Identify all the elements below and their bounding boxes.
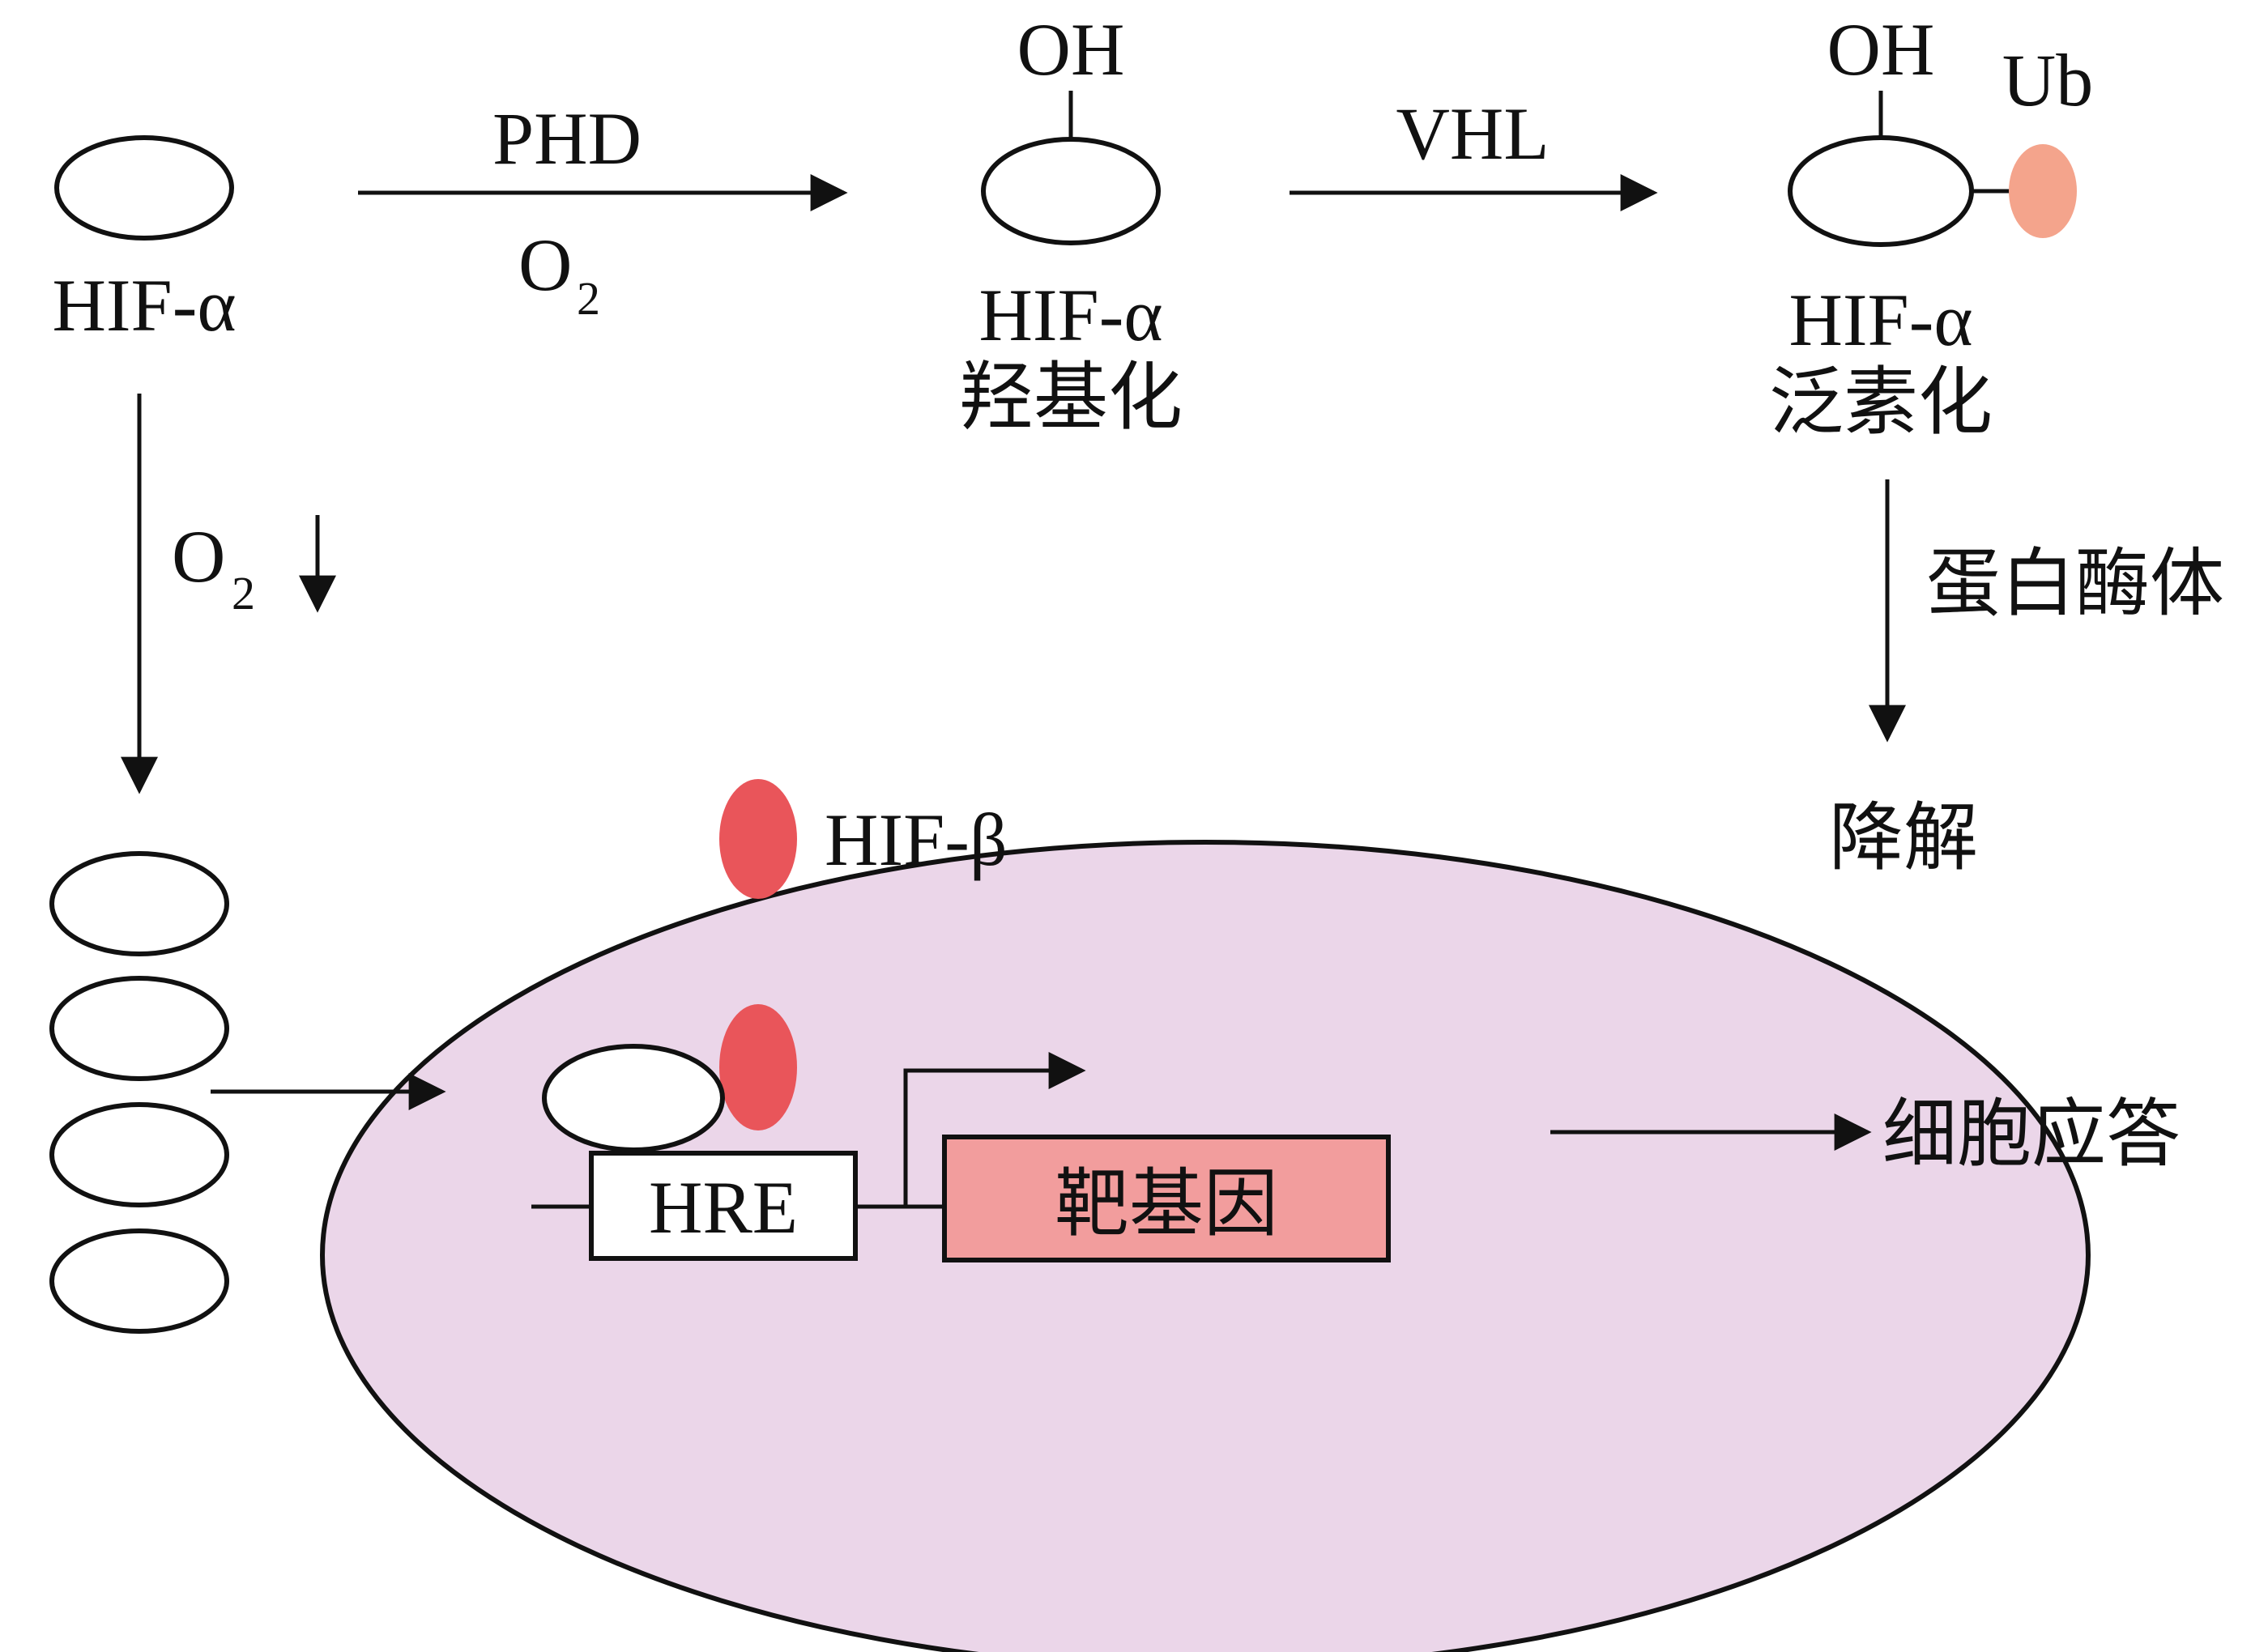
oh-label-hydroxylated: OH	[1017, 8, 1125, 91]
target-gene-box	[942, 1135, 1391, 1262]
hif-alpha-accumulated-1	[49, 851, 229, 956]
o2-sub-top: 2	[577, 272, 600, 325]
ub-label: Ub	[2002, 39, 2093, 121]
hif-beta-bound	[719, 1004, 797, 1130]
degradation-label: 降解	[1829, 794, 1978, 881]
target-gene-label: 靶基因	[1055, 1160, 1278, 1247]
hif-alpha-ubiquitinated-label: HIF-α	[1788, 279, 1972, 361]
cell-response-label: 细胞应答	[1882, 1091, 2181, 1177]
vhl-label: VHL	[1396, 92, 1549, 175]
hif-alpha-oval	[54, 135, 234, 241]
hif-alpha-accumulated-2	[49, 976, 229, 1081]
hif-beta-molecule	[719, 779, 797, 899]
hre-element	[589, 1151, 858, 1261]
o2-sub-left: 2	[232, 567, 255, 620]
ub-molecule	[2009, 144, 2077, 238]
hif-alpha-hydroxylated-label: HIF-α	[978, 274, 1162, 356]
o2-text-left: O	[172, 515, 225, 598]
ubiquitination-label: 泛素化	[1769, 359, 1993, 445]
hif-alpha-hydroxylated-oval	[981, 137, 1161, 245]
hif-alpha-label: HIF-α	[52, 264, 236, 347]
oh-label-ubiquitinated: OH	[1827, 8, 1935, 91]
phd-label: PHD	[492, 97, 642, 180]
hif-beta-label: HIF-β	[825, 798, 1008, 881]
hif-alpha-ubiquitinated-oval	[1788, 135, 1974, 247]
hre-label: HRE	[649, 1166, 798, 1249]
hif-alpha-accumulated-4	[49, 1228, 229, 1334]
o2-label-top: O	[518, 224, 572, 306]
o2-label-left: O	[172, 515, 225, 598]
hydroxylation-label: 羟基化	[959, 354, 1183, 441]
o2-text: O	[518, 224, 572, 306]
proteasome-label: 蛋白酶体	[1926, 540, 2224, 627]
transcription-arrow	[903, 1052, 1086, 1207]
hif-alpha-accumulated-3	[49, 1102, 229, 1207]
hif-alpha-bound	[542, 1044, 725, 1152]
